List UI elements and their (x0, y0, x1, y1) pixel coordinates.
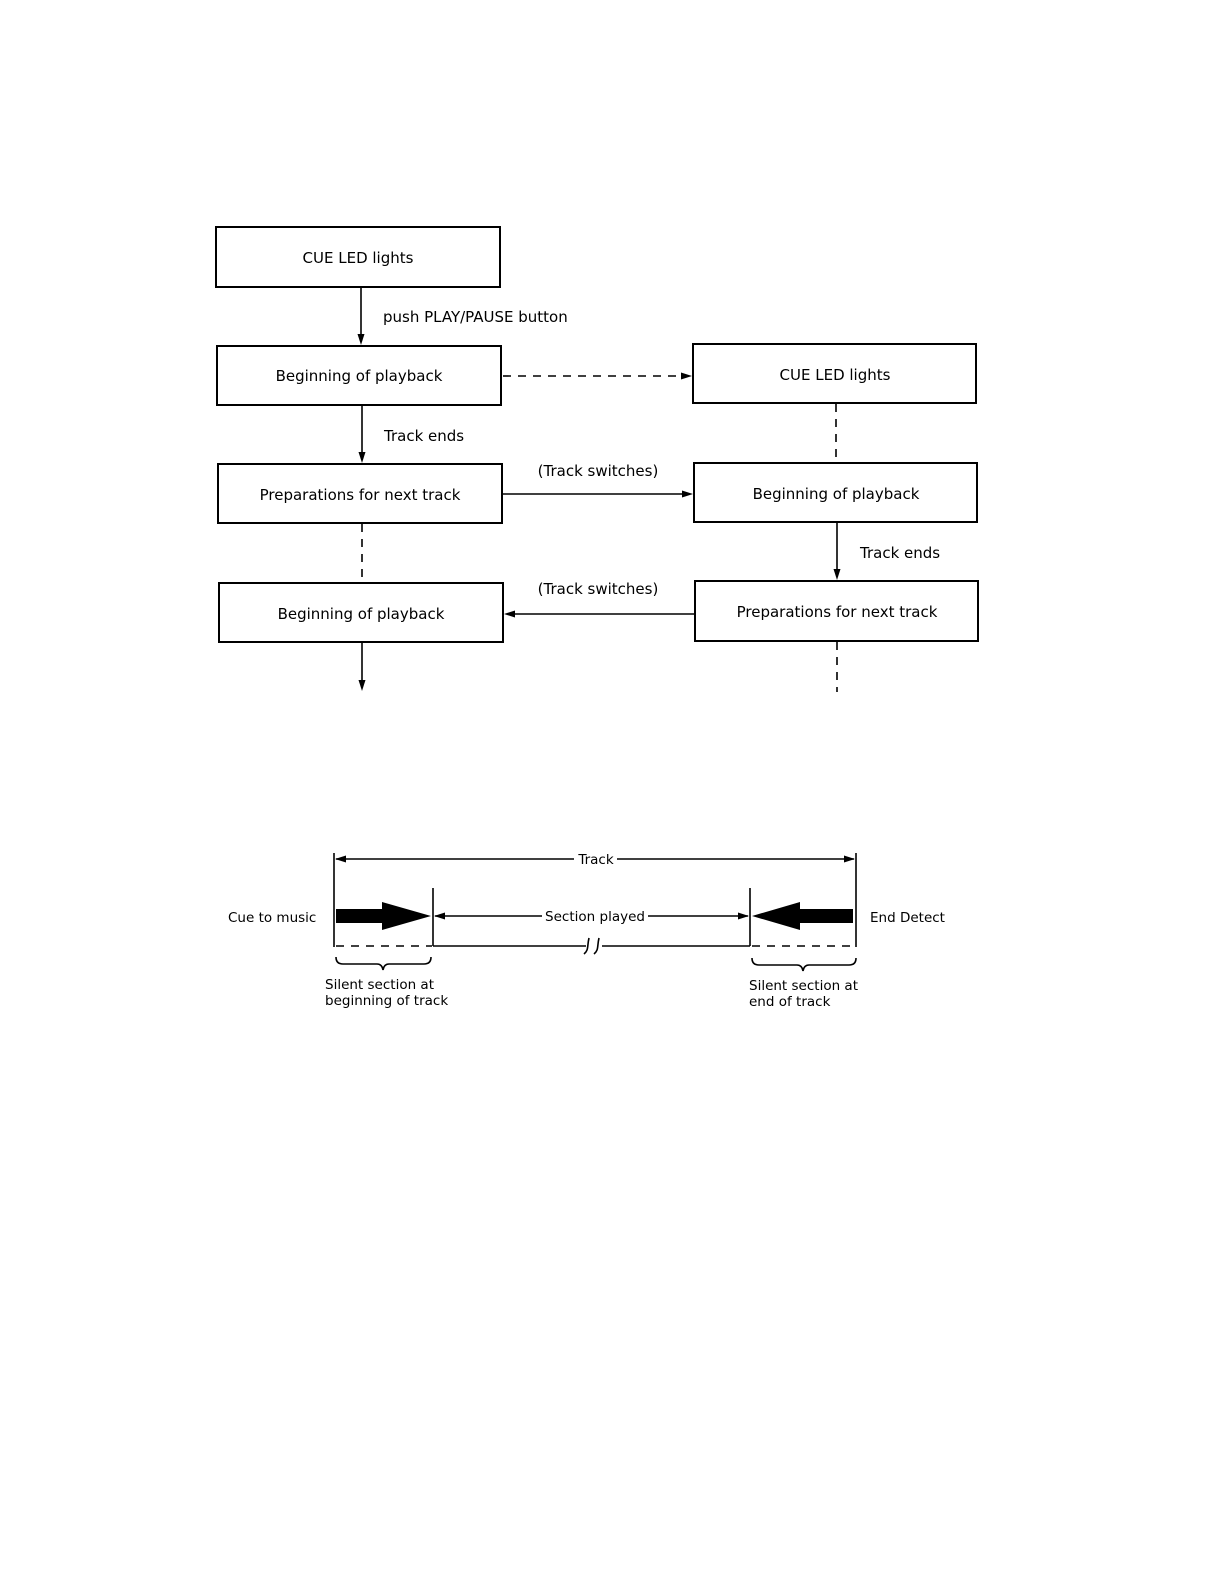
arrow-beginning-to-preparations (358, 406, 366, 463)
right-beginning-playback-box: Beginning of playback (693, 462, 978, 523)
left-preparations-label: Preparations for next track (260, 486, 461, 504)
right-preparations-label: Preparations for next track (737, 603, 938, 621)
silent-end-label-line1: Silent section at (749, 978, 858, 994)
arrow-track-switches-left (504, 610, 694, 618)
arrow-right-beginning-to-preparations (833, 523, 841, 580)
cue-to-music-label: Cue to music (228, 910, 316, 926)
left-cue-led-label: CUE LED lights (303, 249, 414, 267)
played-section-line (433, 937, 750, 955)
left-beginning-playback-box-1: Beginning of playback (216, 345, 502, 406)
track-label: Track (577, 852, 614, 868)
silent-start-label-line2: beginning of track (325, 993, 448, 1009)
right-track-ends-label: Track ends (859, 544, 940, 562)
break-mark-right (593, 937, 600, 955)
left-preparations-box: Preparations for next track (217, 463, 503, 524)
flowchart: CUE LED lights Beginning of playback Pre… (215, 226, 979, 692)
track-switches-label-top: (Track switches) (538, 462, 659, 480)
track-switches-label-bottom: (Track switches) (538, 580, 659, 598)
track-dimension: Track (335, 852, 855, 868)
push-play-pause-label: push PLAY/PAUSE button (383, 308, 568, 326)
silent-start-brace (335, 956, 432, 971)
end-detect-arrow (752, 902, 853, 930)
right-cue-led-label: CUE LED lights (780, 366, 891, 384)
right-preparations-box: Preparations for next track (694, 580, 979, 642)
left-beginning-playback-label-2: Beginning of playback (278, 605, 445, 623)
left-cue-led-box: CUE LED lights (215, 226, 501, 288)
cue-to-music-arrow (336, 902, 431, 930)
section-played-dimension: Section played (434, 909, 749, 925)
arrow-cue-to-beginning (357, 288, 365, 345)
left-track-ends-label: Track ends (383, 427, 464, 445)
end-detect-label: End Detect (870, 910, 945, 926)
silent-end-brace (751, 957, 857, 972)
left-beginning-playback-box-2: Beginning of playback (218, 582, 504, 643)
arrow-track-switches-right (503, 490, 693, 498)
section-played-label: Section played (545, 909, 645, 925)
right-beginning-playback-label: Beginning of playback (753, 485, 920, 503)
silent-start-label-line1: Silent section at (325, 977, 434, 993)
silent-end-label-line2: end of track (749, 994, 831, 1010)
left-bottom-exit-arrow (358, 643, 366, 691)
dashed-arrow-to-right-cue (503, 372, 692, 380)
track-diagram: Track Section played Cue to music End De… (228, 852, 945, 1010)
left-beginning-playback-label-1: Beginning of playback (276, 367, 443, 385)
right-cue-led-box: CUE LED lights (692, 343, 977, 404)
break-mark-left (583, 937, 590, 955)
